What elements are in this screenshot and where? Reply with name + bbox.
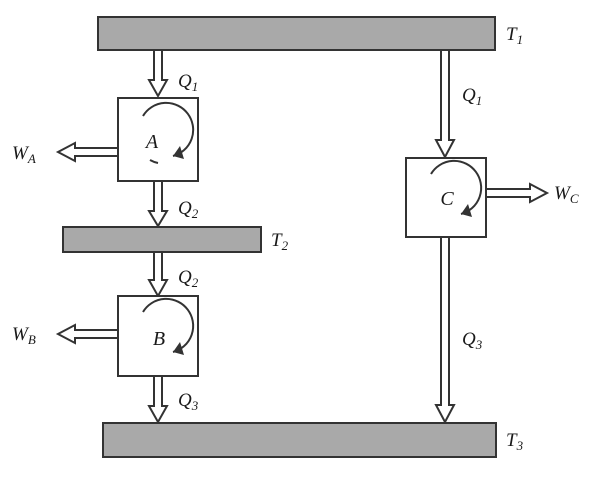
wb-label: WB: [12, 324, 36, 347]
cycle-icon-b: [142, 297, 195, 355]
reservoir-t1: [97, 16, 496, 51]
arrow-wc: [485, 182, 550, 204]
engine-b-label: B: [153, 328, 165, 350]
engine-c: [405, 157, 487, 238]
arrow-q3-left: [147, 375, 169, 425]
reservoir-t1-label: T1: [506, 24, 523, 47]
q3-right-label: Q3: [462, 329, 483, 352]
arrow-wa: [55, 141, 119, 163]
arrow-q1-right: [434, 49, 456, 160]
arrow-q1-left: [147, 49, 169, 99]
arrow-q2-upper: [147, 180, 169, 228]
q3-left-label: Q3: [178, 390, 199, 413]
engine-a-label: A: [144, 131, 159, 153]
q2-upper-label: Q2: [178, 198, 199, 221]
arrow-q2-lower: [147, 251, 169, 299]
arrow-wb: [55, 323, 119, 345]
engine-b: [117, 295, 199, 377]
q1-left-label: Q1: [178, 71, 198, 94]
reservoir-t2-label: T2: [271, 230, 289, 253]
engine-c-label: C: [440, 188, 454, 210]
cycle-icon-c: [430, 159, 483, 217]
wa-label: WA: [12, 143, 36, 166]
arrow-q3-right: [434, 236, 456, 425]
q2-lower-label: Q2: [178, 267, 199, 290]
reservoir-t2: [62, 226, 262, 253]
engine-a: [117, 97, 199, 182]
cycle-icon-a: [142, 101, 195, 164]
reservoir-t3: [102, 422, 497, 458]
reservoir-t3-label: T3: [506, 430, 524, 453]
wc-label: WC: [554, 183, 579, 206]
q1-right-label: Q1: [462, 85, 482, 108]
